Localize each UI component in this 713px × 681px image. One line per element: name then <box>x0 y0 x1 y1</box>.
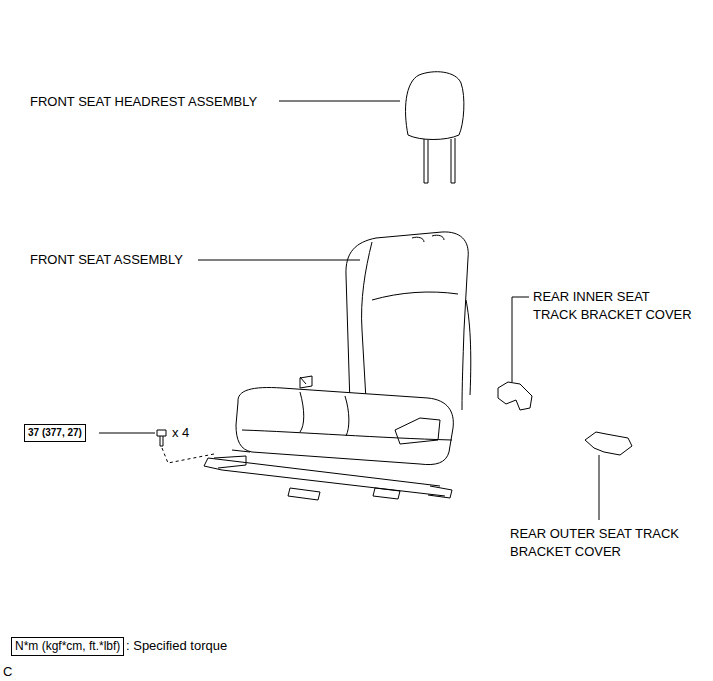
leader-line <box>279 101 400 102</box>
seatback-detail <box>362 235 458 400</box>
cushion-detail <box>242 392 452 444</box>
inner-cover-drawing <box>498 382 532 410</box>
headrest-drawing <box>406 72 464 140</box>
rail-bracket <box>300 377 452 498</box>
part-name: FRONT SEAT ASSEMBLY <box>30 251 183 269</box>
leader-line <box>198 260 360 261</box>
quantity-note: x 4 <box>172 425 189 440</box>
seatback-drawing <box>346 232 468 410</box>
outer-cover-drawing <box>585 432 632 455</box>
bolt-dashed-line <box>162 448 214 463</box>
unit-legend-box: N*m (kgf*cm, ft.*lbf) <box>11 637 124 656</box>
cushion-drawing <box>236 388 453 465</box>
figure-code: C <box>3 664 12 679</box>
unit-note: : Specified torque <box>126 638 227 653</box>
figure-code: C <box>3 663 12 681</box>
part-name: FRONT SEAT HEADREST ASSEMBLY <box>30 94 257 109</box>
part-name: REAR INNER SEAT TRACK BRACKET COVER <box>533 289 692 322</box>
part-name: REAR OUTER SEAT TRACK BRACKET COVER <box>510 526 679 559</box>
bolt-symbol <box>157 430 166 446</box>
leader-line <box>512 297 529 382</box>
box-text: N*m (kgf*cm, ft.*lbf) <box>15 639 120 653</box>
box-text: 37 (377, 27) <box>28 427 82 438</box>
part-name: FRONT SEAT HEADREST ASSEMBLY <box>30 93 257 111</box>
part-name: FRONT SEAT ASSEMBLY <box>30 252 183 267</box>
unit-note: : Specified torque <box>126 637 227 655</box>
leader-line <box>99 433 155 434</box>
seat-rail <box>204 450 445 500</box>
part-name: REAR INNER SEAT TRACK BRACKET COVER <box>533 288 696 324</box>
quantity-note: x 4 <box>172 424 189 442</box>
seatback-side <box>300 300 471 395</box>
leader-line <box>599 455 600 520</box>
part-name: REAR OUTER SEAT TRACK BRACKET COVER <box>510 525 695 561</box>
headrest-stay <box>424 138 455 183</box>
torque-box: 37 (377, 27) <box>24 424 86 442</box>
